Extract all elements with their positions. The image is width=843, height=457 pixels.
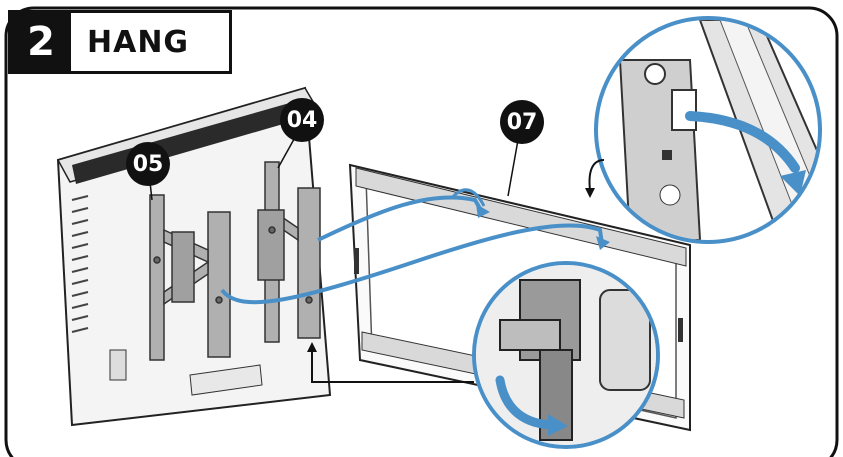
pointer-arrow-top [588,159,605,191]
motion-arrowheads [476,204,610,250]
callout-07: 07 [500,100,544,144]
hang-motion-lines [220,188,604,305]
latch-arrow-icon [495,375,560,430]
tv-side-vent [71,195,89,333]
step-title: HANG [87,24,190,60]
tv-connector-panel [109,349,127,381]
pointer-arrow-bottom [311,350,474,383]
bracket-05 [149,194,231,361]
callout-05: 05 [126,142,170,186]
step-header: 2 HANG [8,10,233,74]
bracket-04 [257,161,321,343]
tv-stand [189,364,263,396]
leader-07 [507,139,519,197]
hook-detail [585,16,822,244]
step-number: 2 [11,13,71,71]
callout-04: 04 [280,98,324,142]
curved-arrow-icon [685,111,800,173]
tv-back [56,86,332,427]
latch-detail [472,261,660,449]
